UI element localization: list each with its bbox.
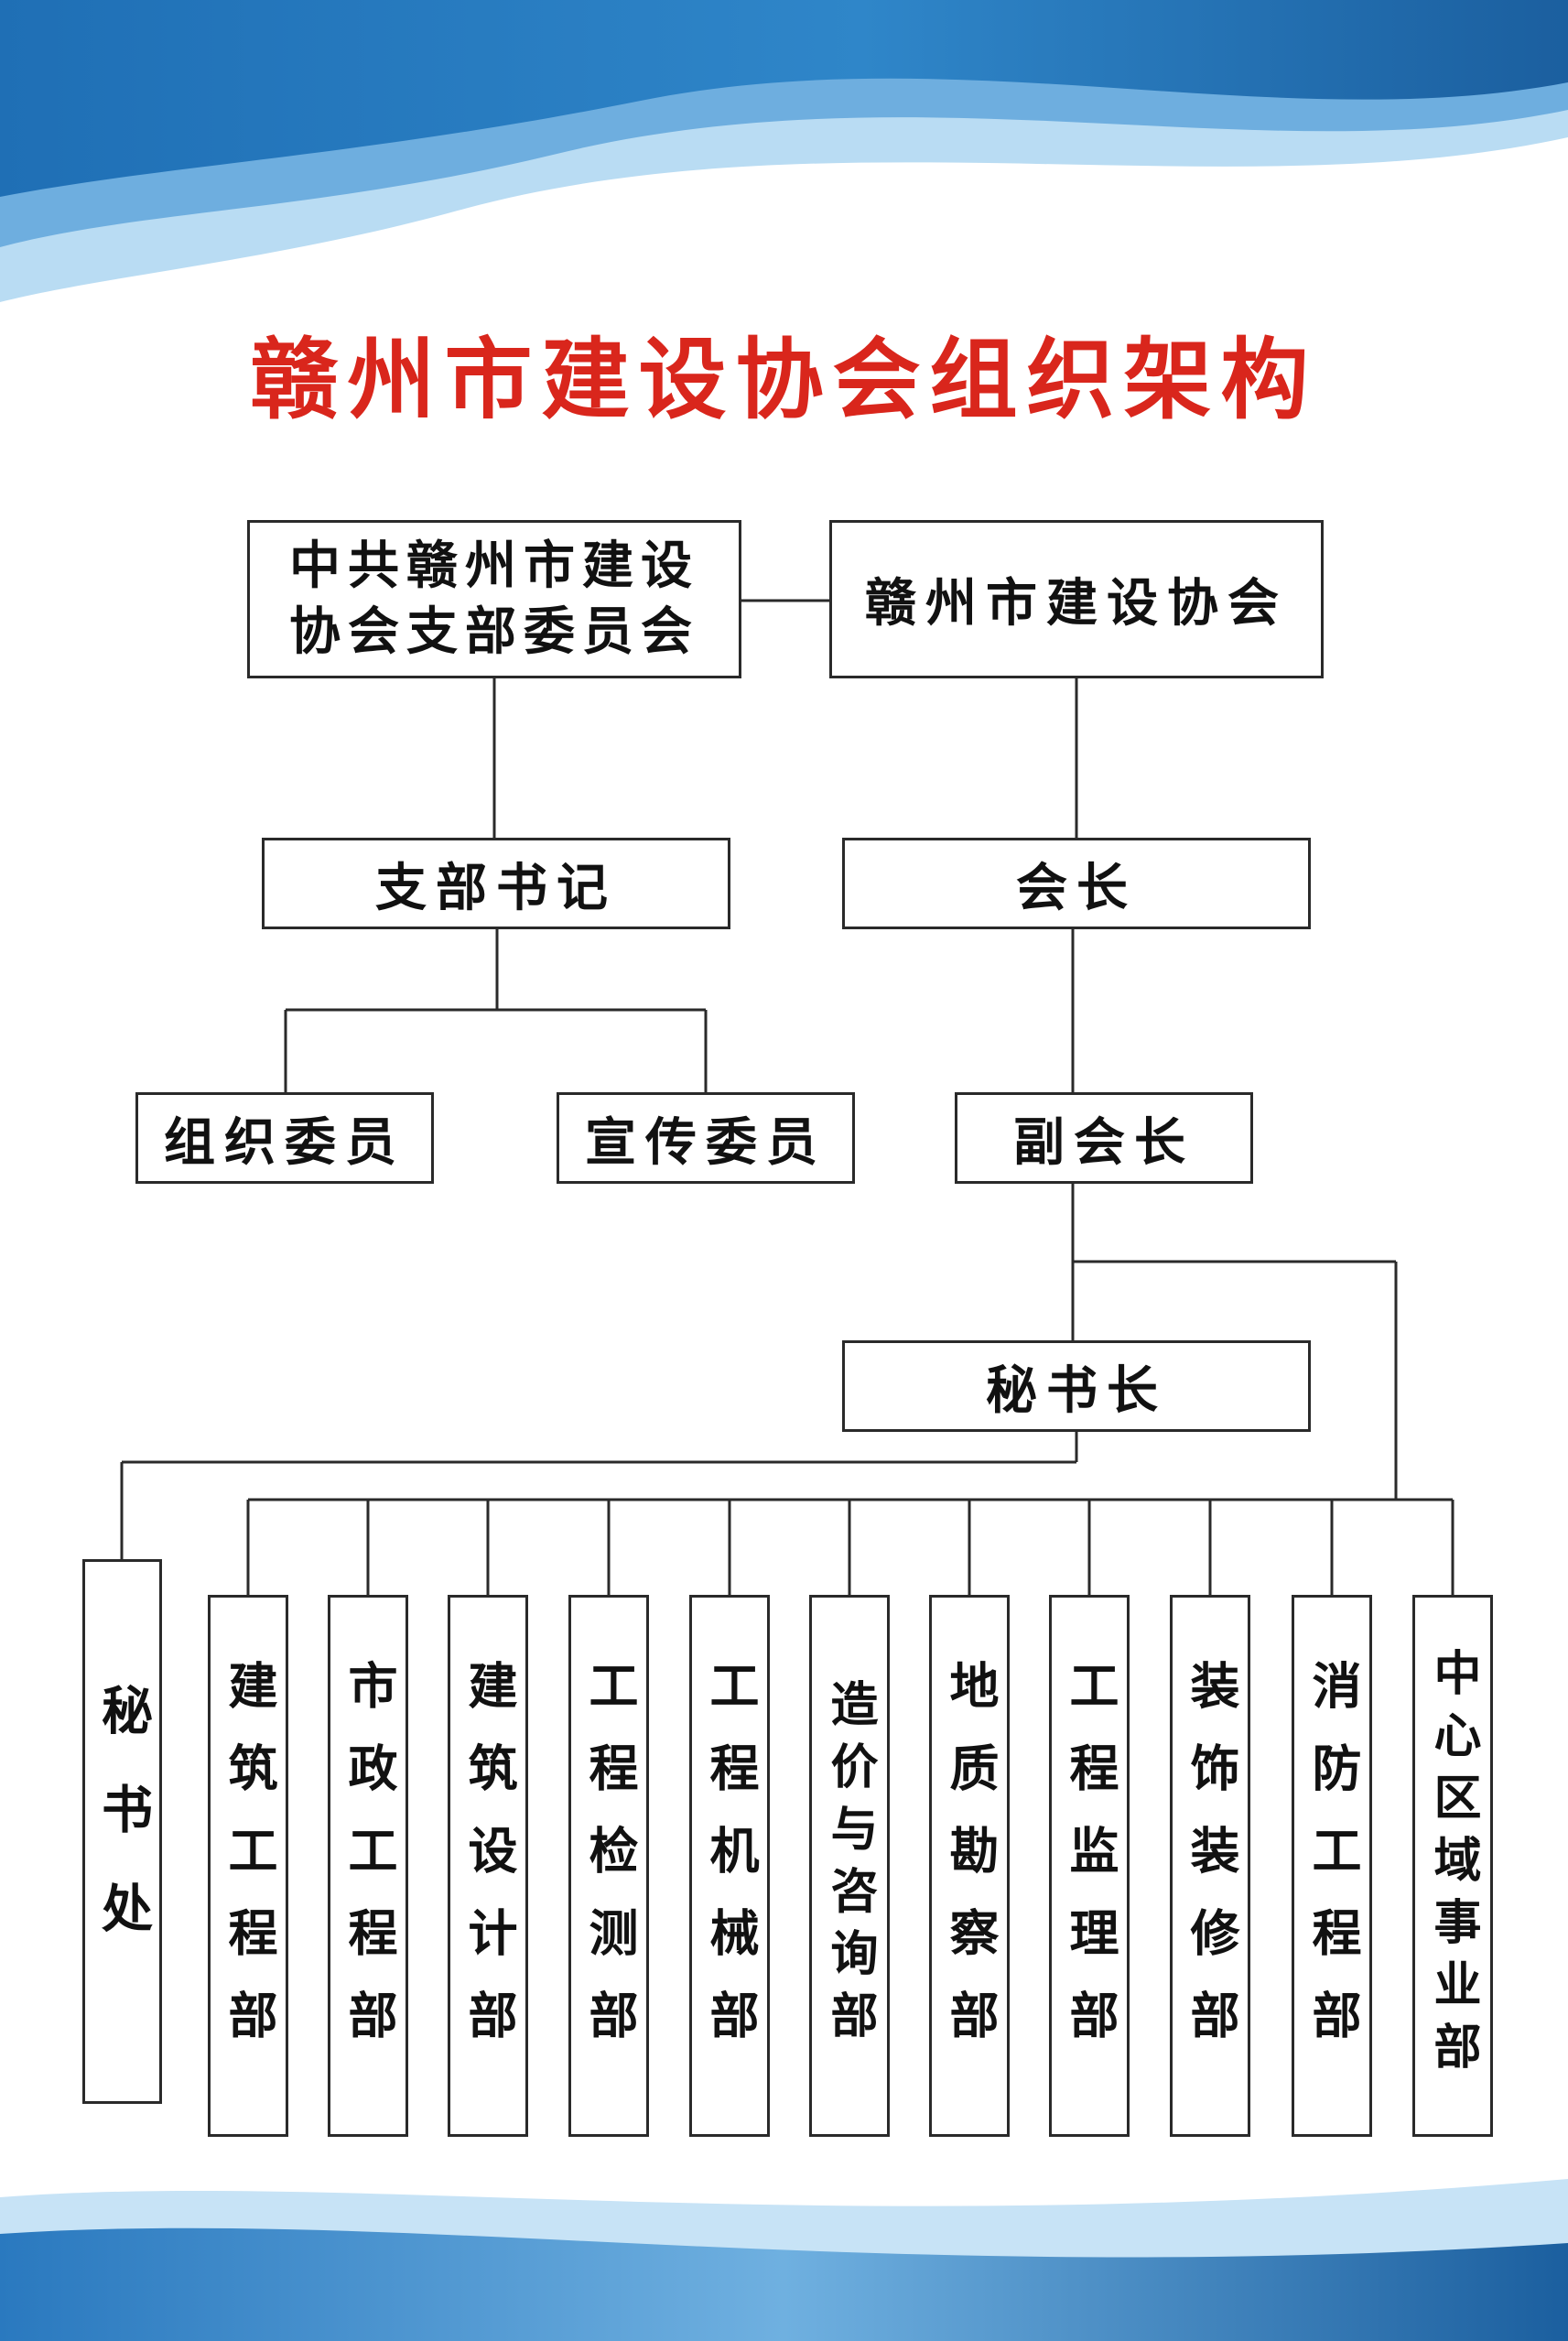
department-label: 建筑设计部: [460, 1660, 517, 2072]
secretary-general-label: 秘书长: [986, 1360, 1167, 1421]
party-committee-label: 中共赣州市建设协会支部委员会: [289, 536, 699, 662]
department-box: 工程监理部: [1049, 1595, 1130, 2137]
department-box: 消防工程部: [1292, 1595, 1372, 2137]
department-label: 消防工程部: [1303, 1660, 1361, 2072]
department-box: 市政工程部: [328, 1595, 408, 2137]
department-box: 装饰装修部: [1170, 1595, 1250, 2137]
organization-member-box: 组织委员: [135, 1092, 434, 1184]
department-label: 建筑工程部: [220, 1660, 277, 2072]
president-label: 会长: [1016, 858, 1137, 918]
secretary-general-box: 秘书长: [842, 1340, 1311, 1432]
top-wave-dark: [0, 0, 1568, 197]
branch-secretary-box: 支部书记: [262, 838, 730, 929]
department-box: 中心区域事业部: [1412, 1595, 1493, 2137]
department-box: 建筑设计部: [448, 1595, 528, 2137]
branch-secretary-label: 支部书记: [375, 858, 617, 918]
department-label: 工程监理部: [1061, 1660, 1119, 2072]
department-box: 建筑工程部: [208, 1595, 288, 2137]
department-box: 造价与咨询部: [809, 1595, 890, 2137]
president-box: 会长: [842, 838, 1311, 929]
department-label: 市政工程部: [340, 1660, 397, 2072]
bottom-wave-dark: [0, 2227, 1568, 2341]
vice-president-box: 副会长: [955, 1092, 1253, 1184]
association-label: 赣州市建设协会: [865, 574, 1288, 634]
department-label: 地质勘察部: [941, 1660, 999, 2072]
department-label: 装饰装修部: [1182, 1660, 1239, 2072]
department-label: 工程检测部: [580, 1660, 638, 2072]
page-title: 赣州市建设协会组织架构: [250, 328, 1318, 431]
party-committee-box: 中共赣州市建设协会支部委员会: [247, 520, 741, 678]
secretariat-label: 秘书处: [92, 1683, 153, 1980]
organization-member-label: 组织委员: [164, 1112, 406, 1173]
department-box: 地质勘察部: [929, 1595, 1010, 2137]
department-box: 工程机械部: [689, 1595, 770, 2137]
department-label: 工程机械部: [701, 1660, 759, 2072]
department-box: 工程检测部: [568, 1595, 649, 2137]
publicity-member-label: 宣传委员: [585, 1112, 827, 1173]
association-box: 赣州市建设协会: [829, 520, 1324, 678]
department-label: 造价与咨询部: [822, 1679, 877, 2053]
publicity-member-box: 宣传委员: [557, 1092, 855, 1184]
secretariat-box: 秘书处: [82, 1559, 162, 2104]
department-label: 中心区域事业部: [1425, 1648, 1480, 2084]
vice-president-label: 副会长: [1013, 1112, 1195, 1173]
